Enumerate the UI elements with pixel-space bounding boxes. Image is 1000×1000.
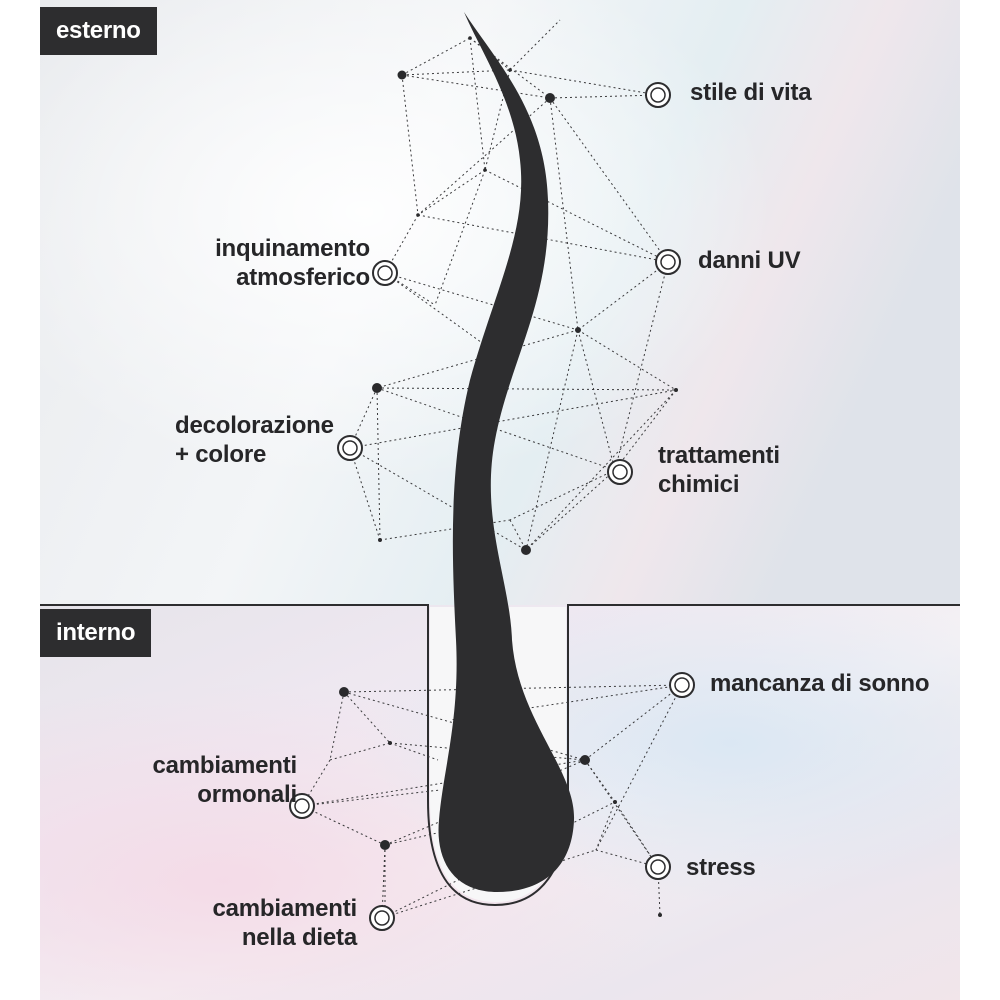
label-text: stress [686,854,756,881]
label-text-line2: + colore [175,441,267,468]
factor-markers [289,82,695,931]
label-text: stile di vita [690,79,812,106]
section-tag-interno: interno [40,609,152,657]
marker-mancanza-sonno [669,672,695,698]
label-cambiamenti-ormonali: cambiamenti ormonali [90,751,297,809]
label-text-line1: trattamenti [658,442,780,469]
marker-stress [645,854,671,880]
label-trattamenti: trattamenti chimici [658,441,780,499]
marker-inquinamento [372,260,398,286]
label-text-line2: atmosferico [236,264,370,291]
diagram-canvas: esterno interno stile di vita inquinamen… [40,0,960,1000]
section-tag-esterno: esterno [40,7,157,55]
marker-danni-uv [655,249,681,275]
label-decolorazione: decolorazione + colore [175,411,334,469]
marker-stile-di-vita [645,82,671,108]
label-cambiamenti-dieta: cambiamenti nella dieta [150,894,357,952]
label-text-line1: decolorazione [175,412,334,439]
hair-strand [438,12,575,892]
marker-ormonali [289,793,315,819]
label-stress: stress [686,853,756,882]
label-text-line1: inquinamento [215,235,370,262]
label-text-line2: ormonali [197,781,297,808]
label-text-line1: cambiamenti [212,895,357,922]
label-mancanza-sonno: mancanza di sonno [710,669,930,698]
label-text-line2: nella dieta [241,924,357,951]
label-text-line2: chimici [658,471,740,498]
marker-decolorazione [337,435,363,461]
marker-trattamenti [607,459,633,485]
label-inquinamento: inquinamento atmosferico [170,234,370,292]
marker-dieta [369,905,395,931]
diagram-svg [40,0,960,1000]
label-text-line1: cambiamenti [152,752,297,779]
label-text: danni UV [698,247,801,274]
label-stile-di-vita: stile di vita [690,78,812,107]
label-danni-uv: danni UV [698,246,801,275]
label-text: mancanza di sonno [710,670,930,697]
